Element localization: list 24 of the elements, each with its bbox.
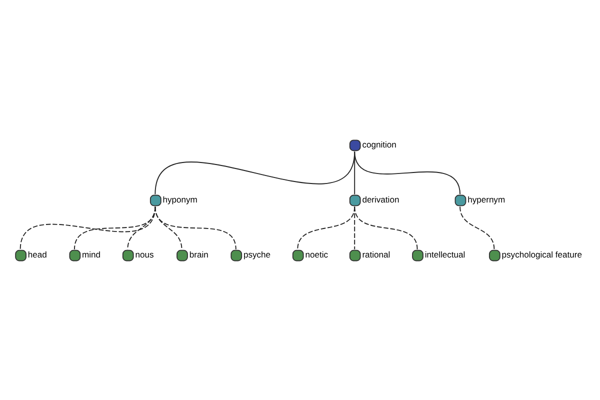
node-label: psychological feature: [502, 250, 582, 260]
connector: [127, 206, 156, 250]
connector: [354, 151, 356, 195]
connector: [297, 206, 356, 250]
connector: [154, 151, 356, 195]
node-label: hyponym: [162, 194, 198, 205]
connector: [74, 206, 156, 250]
node-label: derivation: [362, 194, 400, 205]
node-label: psyche: [243, 250, 271, 260]
node-label: rational: [362, 250, 390, 260]
node-label: mind: [82, 250, 101, 260]
node-label: head: [28, 250, 47, 260]
node-label: brain: [189, 250, 208, 260]
connector: [354, 206, 418, 250]
connector: [354, 206, 356, 250]
node-label: nous: [135, 250, 154, 260]
connector: [154, 206, 236, 250]
node-label: cognition: [362, 139, 396, 150]
node-label: noetic: [305, 250, 328, 260]
connector: [460, 206, 495, 250]
node-label: hypernym: [468, 194, 506, 205]
connector: [354, 151, 460, 195]
node-label: intellectual: [424, 250, 466, 260]
connector: [20, 206, 156, 250]
